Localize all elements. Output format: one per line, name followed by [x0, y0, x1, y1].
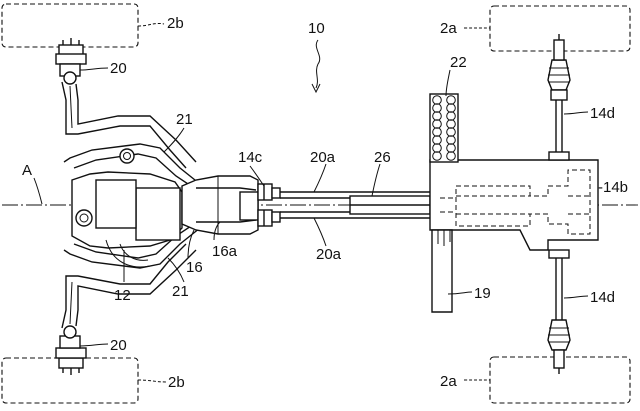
- battery-cell: [432, 127, 442, 137]
- label-20-bottom: 20: [110, 337, 127, 354]
- battery-cell: [432, 111, 442, 121]
- label-2b-bottom: 2b: [168, 374, 185, 391]
- battery-cell: [432, 143, 442, 153]
- label-20-top: 20: [110, 60, 127, 77]
- label-14b: -14b: [598, 179, 628, 196]
- label-14d-bottom: 14d: [590, 289, 615, 306]
- battery-cell: [446, 95, 456, 105]
- engine-12: [71, 171, 183, 268]
- battery-cell: [446, 103, 456, 113]
- label-22: 22: [450, 54, 467, 71]
- label-A: A: [22, 162, 32, 179]
- rear-unit: [429, 159, 599, 251]
- battery-cell: [432, 119, 442, 129]
- mount-circle-left: [75, 209, 93, 227]
- battery-cell: [446, 143, 456, 153]
- label-14c: 14c: [238, 149, 263, 166]
- battery-cell: [446, 151, 456, 161]
- front-steering-top: [55, 38, 197, 169]
- label-20a-bottom: 20a: [316, 246, 342, 263]
- front-steering-bottom: [55, 243, 197, 375]
- battery-cell: [446, 119, 456, 129]
- battery-cell: [432, 151, 442, 161]
- label-16: 16: [186, 259, 203, 276]
- plate-19: [431, 229, 453, 313]
- label-20a-top: 20a: [310, 149, 336, 166]
- leader-lines: [33, 22, 589, 383]
- label-10: 10: [308, 20, 325, 37]
- mount-circle-left-inner: [79, 213, 89, 223]
- label-2a-top: 2a: [440, 20, 457, 37]
- label-19: 19: [474, 285, 491, 302]
- battery-cell: [446, 127, 456, 137]
- coupling-14c: [257, 183, 281, 227]
- battery-cell: [432, 103, 442, 113]
- label-26: 26: [374, 149, 391, 166]
- label-16a: 16a: [212, 243, 238, 260]
- label-21-bottom: 21: [172, 283, 189, 300]
- label-2a-bottom: 2a: [440, 373, 457, 390]
- label-14d-top: 14d: [590, 105, 615, 122]
- mount-circle-top-inner: [123, 152, 131, 160]
- rear-halfshaft-14d-top: [547, 34, 571, 161]
- rear-halfshaft-14d-bottom: [547, 249, 571, 374]
- label-12: 12: [114, 287, 131, 304]
- battery-cell: [432, 135, 442, 145]
- battery-cell: [446, 135, 456, 145]
- battery-cell: [446, 111, 456, 121]
- label-2b-top: 2b: [167, 15, 184, 32]
- battery-stack-22: [429, 93, 459, 163]
- wheel-2b-top: [1, 3, 139, 48]
- transmission-16: [181, 175, 259, 235]
- mount-circle-top: [119, 148, 135, 164]
- battery-cell: [432, 95, 442, 105]
- label-21-top: 21: [176, 111, 193, 128]
